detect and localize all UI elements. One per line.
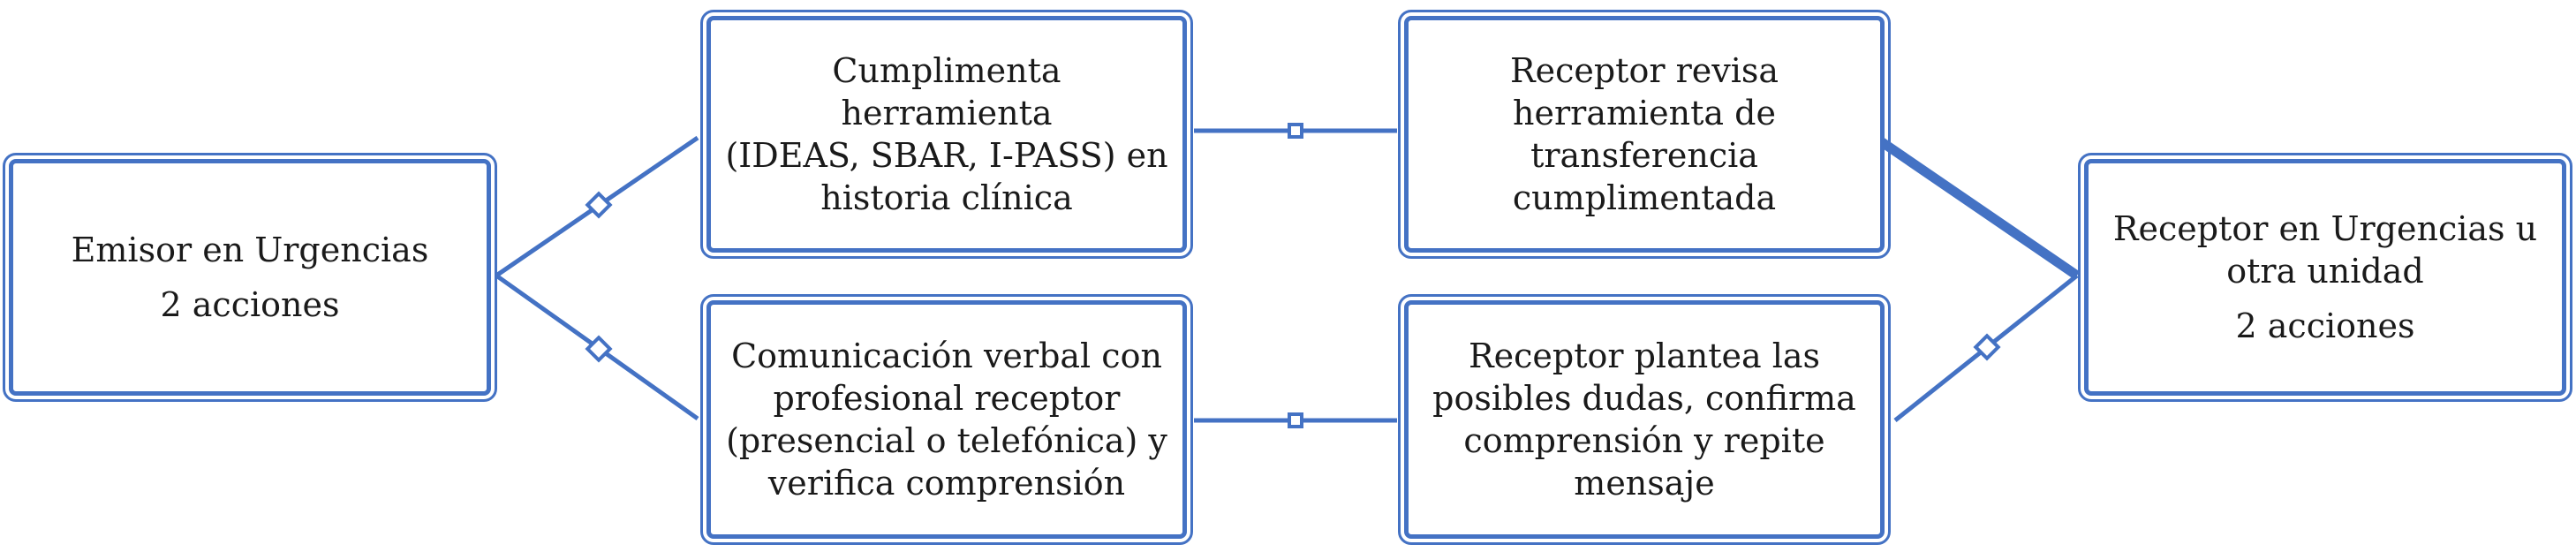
- node-revisa-line: herramienta de: [1513, 94, 1776, 132]
- connector-marker: [585, 335, 613, 363]
- node-comunicacion-line: (presencial o telefónica) y: [726, 421, 1167, 460]
- node-emisor-urgencias: Emisor en Urgencias 2 acciones: [3, 153, 497, 402]
- node-comunicacion-verbal: Comunicación verbal con profesional rece…: [700, 294, 1193, 545]
- connector-marker: [1288, 123, 1303, 139]
- connector-marker: [1288, 412, 1303, 428]
- node-revisa-line: transferencia: [1530, 136, 1758, 175]
- node-plantea-line: Receptor plantea las: [1469, 336, 1820, 375]
- connector-marker: [585, 191, 613, 219]
- connector-revisa-receptor: [1867, 130, 2081, 280]
- node-receptor-actions: 2 acciones: [2235, 306, 2415, 345]
- node-receptor-title: otra unidad: [2226, 252, 2424, 291]
- node-cumplimenta-herramienta: Cumplimenta herramienta (IDEAS, SBAR, I-…: [700, 10, 1193, 259]
- node-plantea-line: mensaje: [1574, 464, 1715, 503]
- node-receptor-revisa: Receptor revisa herramienta de transfere…: [1398, 10, 1891, 259]
- node-receptor-title: Receptor en Urgencias u: [2112, 209, 2538, 248]
- node-receptor-plantea: Receptor plantea las posibles dudas, con…: [1398, 294, 1891, 545]
- node-cumplimenta-line: (IDEAS, SBAR, I-PASS) en: [725, 136, 1168, 175]
- node-cumplimenta-line: Cumplimenta herramienta: [832, 51, 1061, 132]
- node-comunicacion-line: Comunicación verbal con: [731, 336, 1162, 375]
- node-emisor-actions: 2 acciones: [160, 285, 340, 324]
- node-emisor-title: Emisor en Urgencias: [71, 231, 429, 269]
- connector-marker: [1973, 333, 2001, 361]
- node-comunicacion-line: profesional receptor: [773, 379, 1121, 418]
- node-revisa-line: cumplimentada: [1512, 178, 1777, 217]
- node-revisa-line: Receptor revisa: [1509, 51, 1779, 90]
- node-cumplimenta-line: historia clínica: [820, 178, 1073, 217]
- node-receptor-urgencias: Receptor en Urgencias u otra unidad 2 ac…: [2078, 153, 2572, 402]
- node-plantea-line: posibles dudas, confirma: [1432, 379, 1856, 418]
- node-plantea-line: comprensión y repite: [1463, 421, 1825, 460]
- node-comunicacion-line: verifica comprensión: [767, 464, 1126, 503]
